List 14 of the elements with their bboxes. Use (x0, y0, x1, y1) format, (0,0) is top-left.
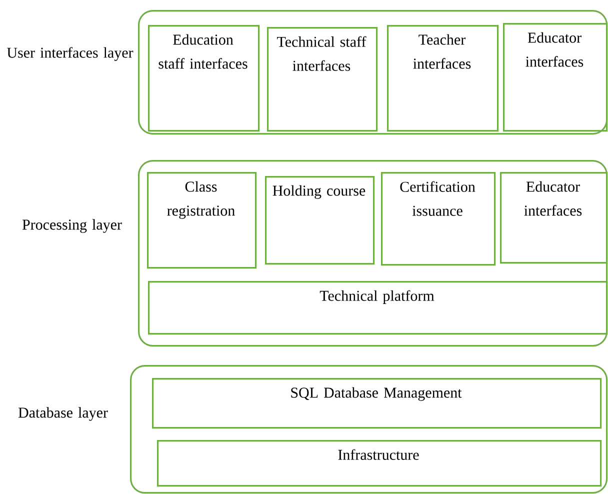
layer-label: Processing layer (22, 219, 122, 233)
layer-label: Database layer (18, 407, 108, 421)
module-label: Educator interfaces (526, 32, 584, 67)
module-label: Technical platform (320, 290, 434, 304)
module-label: Education staff interfaces (158, 34, 248, 69)
module-label: Certification issuance (400, 181, 476, 216)
module-label: Technical staff interfaces (277, 36, 366, 71)
module-label: Educator interfaces (524, 181, 582, 216)
layer-label: User interfaces layer (7, 47, 134, 61)
module-label: Holding course (272, 185, 366, 199)
module-label: Infrastructure (338, 449, 419, 460)
module-label: SQL Database Management (291, 387, 462, 401)
module-label: Class registration (167, 181, 235, 219)
module-label: Teacher interfaces (413, 34, 471, 69)
